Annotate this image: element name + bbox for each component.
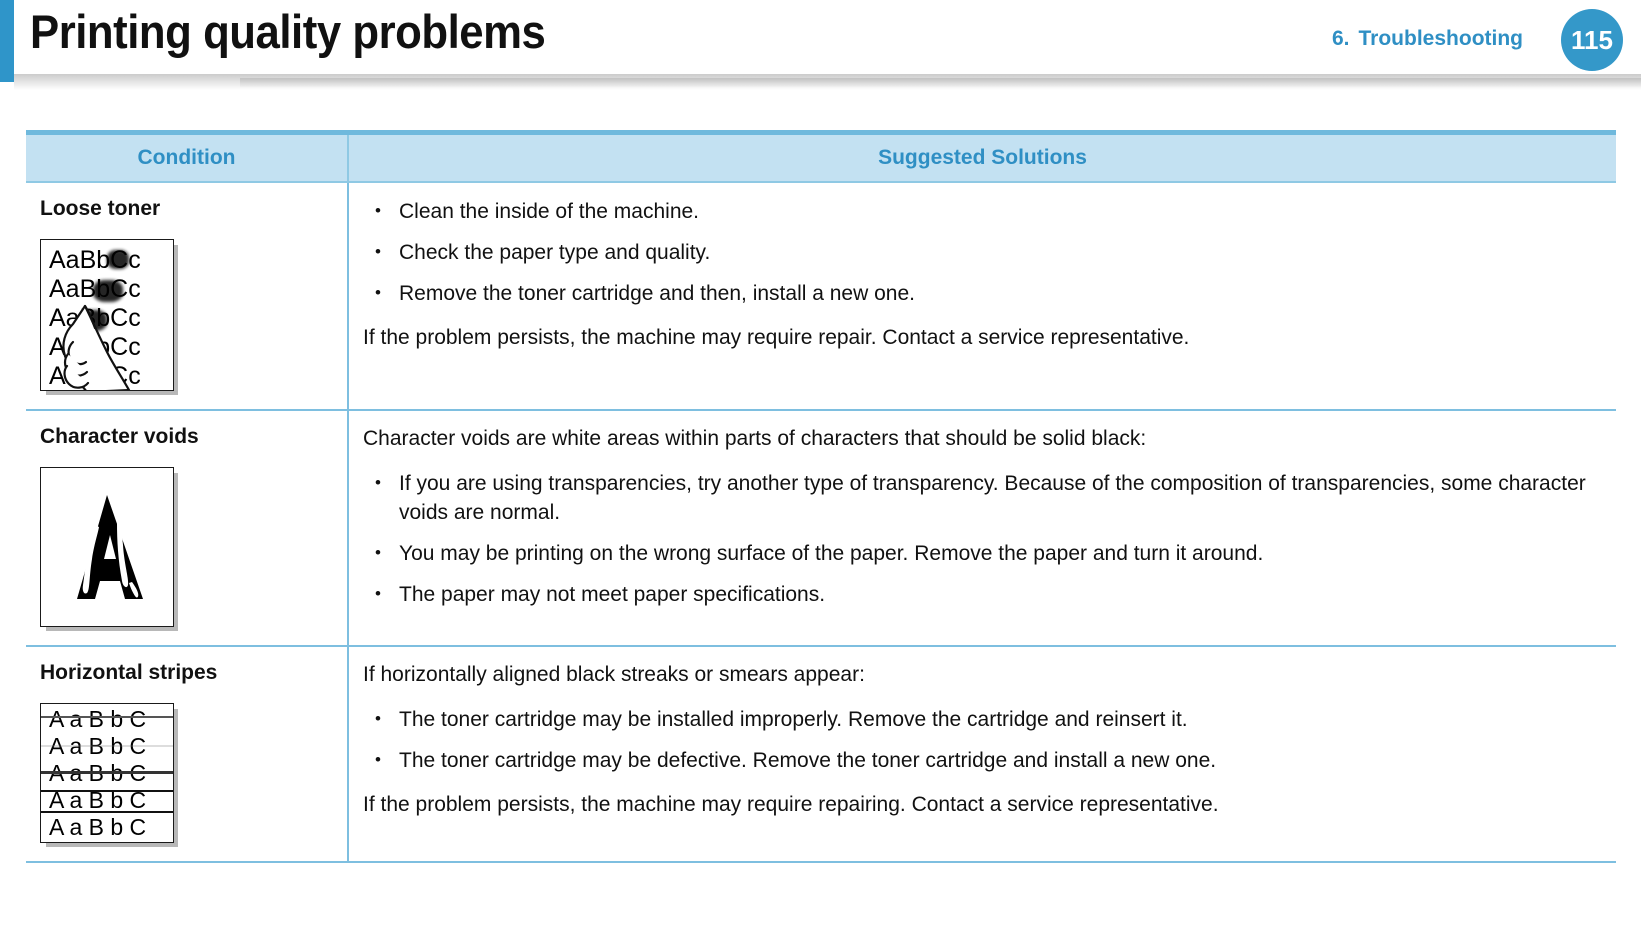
toner-smudge-icon xyxy=(93,280,123,302)
horizontal-stripes-sample: A a B b C A a B b C A a B b C xyxy=(40,703,174,843)
solution-bullet: Remove the toner cartridge and then, ins… xyxy=(363,278,1602,308)
sample-line: A a B b C xyxy=(49,733,147,759)
table-row: Character voids Character voids are whit xyxy=(26,410,1616,647)
table-row: Horizontal stripes A a B b C A a B b C xyxy=(26,646,1616,863)
condition-cell: Horizontal stripes A a B b C A a B b C xyxy=(26,646,349,863)
letter-a-void-icon xyxy=(77,495,143,599)
solution-intro-text: If horizontally aligned black streaks or… xyxy=(363,663,865,686)
solutions-cell: Character voids are white areas within p… xyxy=(348,410,1616,647)
solution-outro-text: If the problem persists, the machine may… xyxy=(363,793,1219,816)
page-number-badge: 115 xyxy=(1561,9,1623,71)
stripe-streak-icon xyxy=(41,716,173,718)
stripe-streak-icon xyxy=(41,745,173,747)
stripe-streak-icon xyxy=(41,811,173,813)
solution-bullet-list: Clean the inside of the machine. Check t… xyxy=(363,196,1602,308)
solution-bullet-list: If you are using transparencies, try ano… xyxy=(363,468,1602,609)
printing-quality-problems-table: Condition Suggested Solutions Loose tone… xyxy=(26,135,1616,863)
hand-finger-icon xyxy=(62,304,131,390)
sample-text-lines: A a B b C A a B b C A a B b C xyxy=(41,704,173,842)
column-header-suggested-solutions: Suggested Solutions xyxy=(348,135,1616,183)
sample-line: A a B b C xyxy=(49,760,147,786)
condition-title: Horizontal stripes xyxy=(40,661,218,684)
loose-toner-sample: AaBbCc AaBbCc AaBbCc AaBbCc AaBbCc xyxy=(40,239,174,391)
solution-intro-text: Character voids are white areas within p… xyxy=(363,427,1147,450)
troubleshooting-table-container: Condition Suggested Solutions Loose tone… xyxy=(26,130,1616,863)
table-row: Loose toner AaBbCc AaBbCc AaBbCc AaBbCc … xyxy=(26,182,1616,411)
table-body: Loose toner AaBbCc AaBbCc AaBbCc AaBbCc … xyxy=(26,182,1616,863)
column-header-condition: Condition xyxy=(26,135,349,183)
sample-line: A a B b C xyxy=(49,706,147,732)
solution-bullet: If you are using transparencies, try ano… xyxy=(363,468,1602,527)
page-header: Printing quality problems 6. Troubleshoot… xyxy=(0,0,1641,92)
condition-cell: Character voids xyxy=(26,410,349,647)
condition-title: Character voids xyxy=(40,425,199,448)
table-header: Condition Suggested Solutions xyxy=(26,135,1616,183)
solution-bullet: Check the paper type and quality. xyxy=(363,237,1602,267)
solution-bullet-list: The toner cartridge may be installed imp… xyxy=(363,704,1602,775)
character-voids-sample xyxy=(40,467,174,627)
sample-line: A a B b C xyxy=(49,814,147,840)
condition-cell: Loose toner AaBbCc AaBbCc AaBbCc AaBbCc … xyxy=(26,182,349,411)
stripe-streak-icon xyxy=(41,790,173,792)
page-title: Printing quality problems xyxy=(30,5,546,58)
solution-outro-text: If the problem persists, the machine may… xyxy=(363,326,1190,349)
toner-smudge-icon xyxy=(107,250,129,269)
left-accent-bar xyxy=(0,0,14,82)
solution-bullet: You may be printing on the wrong surface… xyxy=(363,538,1602,568)
condition-title: Loose toner xyxy=(40,197,161,220)
solution-bullet: The paper may not meet paper specificati… xyxy=(363,579,1602,609)
chapter-breadcrumb: 6. Troubleshooting xyxy=(1332,27,1523,51)
chapter-number: 6. xyxy=(1332,27,1350,50)
chapter-name: Troubleshooting xyxy=(1358,27,1523,50)
header-divider-shadow xyxy=(14,74,1641,90)
header-divider-shadow-secondary xyxy=(240,78,1641,88)
table-header-row: Condition Suggested Solutions xyxy=(26,135,1616,183)
solutions-cell: Clean the inside of the machine. Check t… xyxy=(348,182,1616,411)
solutions-cell: If horizontally aligned black streaks or… xyxy=(348,646,1616,863)
solution-bullet: Clean the inside of the machine. xyxy=(363,196,1602,226)
solution-bullet: The toner cartridge may be defective. Re… xyxy=(363,745,1602,775)
stripe-streak-icon xyxy=(41,771,173,774)
solution-bullet: The toner cartridge may be installed imp… xyxy=(363,704,1602,734)
table-top-rule xyxy=(26,130,1616,135)
